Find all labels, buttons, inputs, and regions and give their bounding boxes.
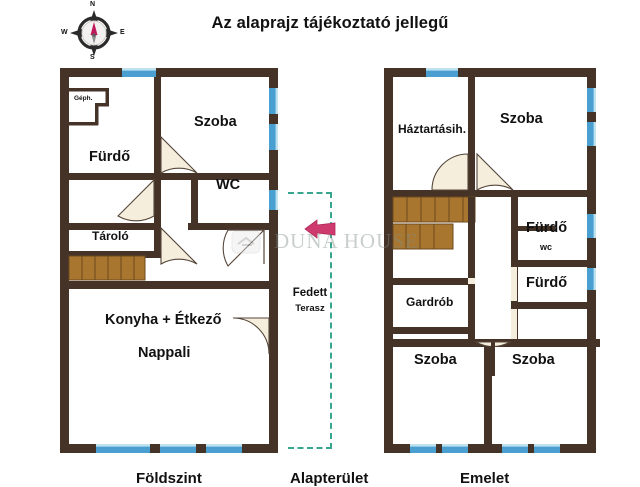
direction-arrow-icon [303, 217, 337, 241]
room-label-szoba-1: Szoba [500, 111, 543, 127]
room-label-konyha: Konyha + Étkező [105, 312, 222, 328]
room-label-furdo: Fürdő [89, 149, 131, 165]
staircase [392, 196, 476, 250]
compass-west-label: W [61, 29, 68, 36]
compass-north-label: N [90, 1, 96, 8]
room-label-szoba-3: Szoba [512, 352, 555, 368]
staircase [68, 255, 146, 281]
compass-rose: N S W E [60, 1, 128, 64]
room-label-furdo-1: Fürdő [526, 220, 568, 236]
terrace-label-line2: Terasz [295, 303, 325, 314]
caption-ground-floor: Földszint [136, 470, 202, 487]
room-label-tarolo: Tároló [92, 229, 129, 243]
caption-upper-floor: Emelet [460, 470, 510, 487]
room-label-nappali: Nappali [138, 345, 191, 361]
room-label-szoba: Szoba [194, 114, 237, 130]
compass-east-label: E [120, 29, 125, 36]
page-title: Az alaprajz tájékoztató jellegű [211, 14, 449, 32]
caption-area: Alapterület [290, 470, 369, 487]
room-label-wc: wc [540, 242, 553, 252]
room-label-furdo-2: Fürdő [526, 275, 568, 291]
room-label-haztartasi: Háztartásih. [398, 122, 467, 136]
terrace-label-line1: Fedett [292, 287, 328, 299]
compass-south-label: S [90, 54, 95, 61]
room-label-szoba-2: Szoba [414, 352, 457, 368]
room-label-geph: Géph. [74, 95, 93, 102]
room-label-gardrob: Gardrób [406, 295, 454, 309]
covered-terrace-outline [288, 192, 332, 449]
ground-floor-plan: Géph. Fürdő Szoba WC Tároló Konyha + Étk… [60, 68, 290, 458]
upper-floor-plan: Háztartásih. Szoba Fürdő wc Fürdő Gardró… [384, 68, 600, 458]
room-label-wc: WC [216, 177, 241, 193]
